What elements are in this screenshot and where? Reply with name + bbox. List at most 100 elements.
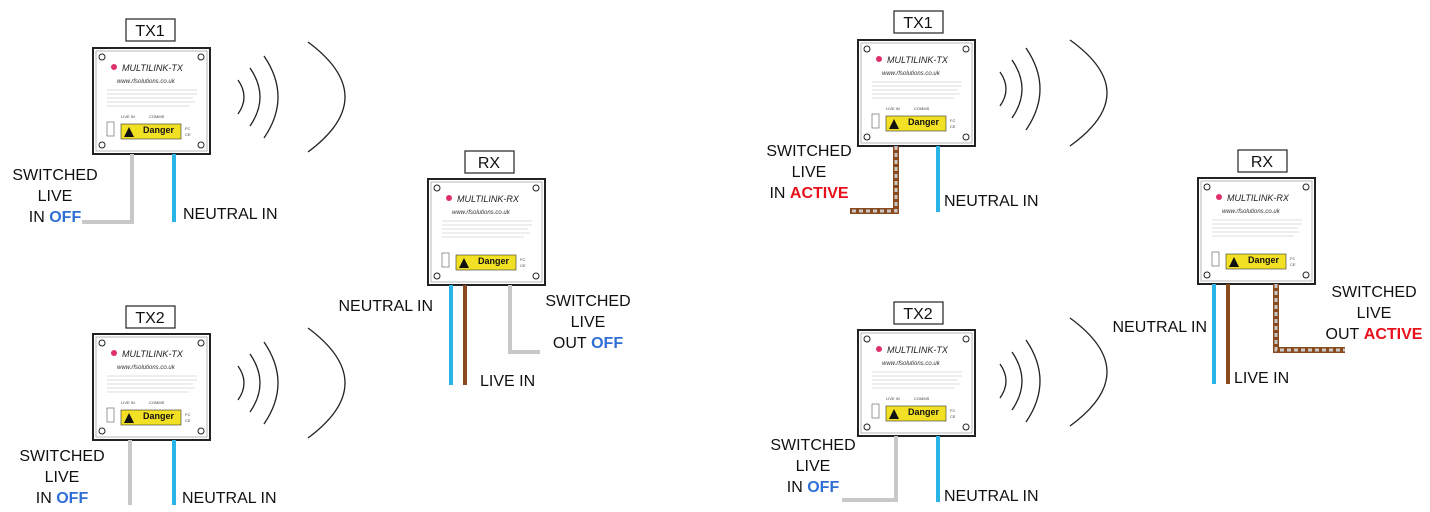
device-brand: MULTILINK-RX [457, 194, 520, 204]
tx2-device: MULTILINK-TX www.rfsolutions.co.uk LIVE … [92, 333, 211, 441]
device-brand: MULTILINK-TX [122, 349, 184, 359]
pin-label-live: LIVE IN [121, 400, 135, 405]
label-switched: SWITCHED [766, 143, 851, 160]
pin-label-comms: COMMS [914, 396, 930, 401]
tx2-radio-waves-icon [237, 327, 346, 439]
rx-switched-live-out-wire [508, 285, 540, 354]
label-switched: SWITCHED [19, 448, 104, 465]
label-live-in: LIVE IN [1234, 370, 1289, 387]
tx2-state-line: IN OFF [36, 490, 89, 507]
logo-icon [446, 195, 452, 201]
tx1-switched-live-wire [82, 154, 134, 224]
tx1-title: TX1 [903, 15, 932, 32]
danger-text: Danger [908, 407, 940, 417]
tx2-title: TX2 [135, 310, 164, 327]
tx1-state-line: IN ACTIVE [769, 185, 848, 202]
label-live-in: LIVE IN [480, 373, 535, 390]
svg-text:FC: FC [520, 257, 525, 262]
tx2-radio-waves-icon [999, 317, 1108, 427]
label-neutral-in: NEUTRAL IN [338, 298, 433, 315]
logo-icon [876, 56, 882, 62]
state-active: ACTIVE [790, 185, 849, 202]
state-off: OFF [591, 335, 623, 352]
label-live: LIVE [796, 458, 831, 475]
tx1-radio-waves-icon [999, 39, 1108, 147]
state-off: OFF [56, 490, 88, 507]
logo-icon [111, 64, 117, 70]
rx-device: MULTILINK-RX www.rfsolutions.co.uk Dange… [1197, 177, 1316, 285]
danger-label [885, 115, 947, 132]
rx-title: RX [1251, 154, 1274, 171]
device-url: www.rfsolutions.co.uk [882, 361, 941, 367]
pin-label-live: LIVE IN [886, 106, 900, 111]
tx1-title: TX1 [135, 23, 164, 40]
tx2-switched-live-wire [842, 436, 898, 502]
danger-text: Danger [908, 117, 940, 127]
device-url: www.rfsolutions.co.uk [452, 210, 511, 216]
danger-text: Danger [143, 411, 175, 421]
svg-text:FC: FC [185, 126, 190, 131]
svg-text:CE: CE [520, 263, 526, 268]
device-url: www.rfsolutions.co.uk [882, 71, 941, 77]
scenario-off: MULTILINK-TX www.rfsolutions.co.uk LIVE … [12, 18, 631, 507]
label-neutral-in: NEUTRAL IN [944, 488, 1039, 505]
rx-title: RX [478, 155, 501, 172]
label-switched: SWITCHED [12, 167, 97, 184]
label-live: LIVE [45, 469, 80, 486]
label-neutral-in: NEUTRAL IN [944, 193, 1039, 210]
label-neutral-in: NEUTRAL IN [182, 490, 277, 507]
logo-icon [111, 350, 117, 356]
tx1-radio-waves-icon [237, 41, 346, 153]
device-brand: MULTILINK-TX [887, 55, 949, 65]
tx2-device: MULTILINK-TX www.rfsolutions.co.uk LIVE … [857, 329, 976, 437]
logo-icon [1216, 194, 1222, 200]
svg-text:CE: CE [950, 124, 956, 129]
pin-label-comms: COMMS [914, 106, 930, 111]
rx-device: MULTILINK-RX www.rfsolutions.co.uk Dange… [427, 178, 546, 286]
danger-text: Danger [1248, 255, 1280, 265]
pin-label-live: LIVE IN [121, 114, 135, 119]
label-live: LIVE [38, 188, 73, 205]
danger-label [885, 405, 947, 422]
label-switched: SWITCHED [770, 437, 855, 454]
pin-label-comms: COMMS [149, 400, 165, 405]
tx1-device: MULTILINK-TX www.rfsolutions.co.uk LIVE … [857, 39, 976, 147]
state-off: OFF [49, 209, 81, 226]
svg-text:FC: FC [950, 408, 955, 413]
label-neutral-in: NEUTRAL IN [183, 206, 278, 223]
svg-text:CE: CE [185, 418, 191, 423]
device-brand: MULTILINK-TX [122, 63, 184, 73]
rx-state-line: OUT ACTIVE [1326, 326, 1423, 343]
device-brand: MULTILINK-RX [1227, 193, 1290, 203]
danger-label [120, 123, 182, 140]
rx-state-line: OUT OFF [553, 335, 623, 352]
danger-text: Danger [143, 125, 175, 135]
device-url: www.rfsolutions.co.uk [1222, 209, 1281, 215]
danger-label [120, 409, 182, 426]
label-live: LIVE [792, 164, 827, 181]
label-neutral-in: NEUTRAL IN [1112, 319, 1207, 336]
device-url: www.rfsolutions.co.uk [117, 79, 176, 85]
tx1-state-line: IN OFF [29, 209, 82, 226]
state-off: OFF [807, 479, 839, 496]
svg-text:FC: FC [185, 412, 190, 417]
scenario-active: MULTILINK-TX www.rfsolutions.co.uk LIVE … [766, 10, 1423, 505]
tx1-switched-live-wire-active [850, 146, 899, 214]
device-brand: MULTILINK-TX [887, 345, 949, 355]
svg-text:CE: CE [1290, 262, 1296, 267]
svg-text:CE: CE [185, 132, 191, 137]
label-live: LIVE [571, 314, 606, 331]
svg-text:FC: FC [950, 118, 955, 123]
device-url: www.rfsolutions.co.uk [117, 365, 176, 371]
state-active: ACTIVE [1364, 326, 1423, 343]
label-live: LIVE [1357, 305, 1392, 322]
rx-switched-live-out-wire-active [1273, 284, 1345, 353]
label-switched: SWITCHED [1331, 284, 1416, 301]
logo-icon [876, 346, 882, 352]
danger-text: Danger [478, 256, 510, 266]
label-switched: SWITCHED [545, 293, 630, 310]
tx1-device: MULTILINK-TX www.rfsolutions.co.uk LIVE … [92, 47, 211, 155]
danger-label [455, 254, 517, 271]
svg-text:FC: FC [1290, 256, 1295, 261]
